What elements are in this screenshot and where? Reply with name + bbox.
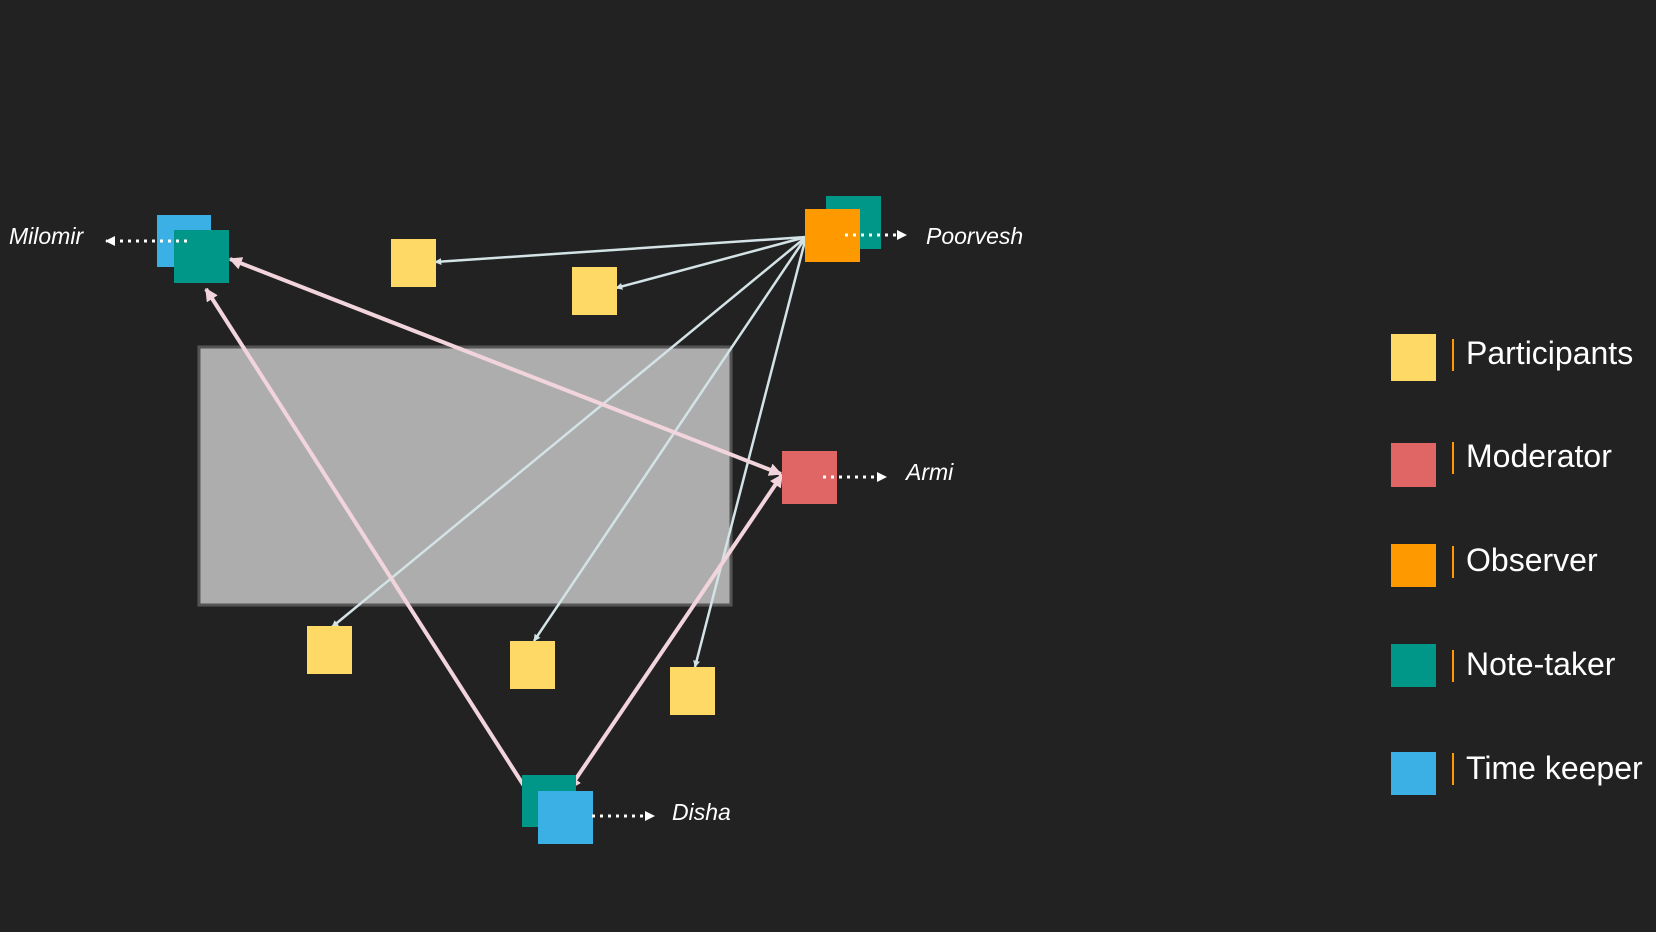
- participants: [307, 239, 715, 715]
- milomir-roles: Milomir: [9, 215, 229, 283]
- legend-label: Participants: [1466, 335, 1633, 371]
- participant-square: [391, 239, 436, 287]
- person-name-poorvesh: Poorvesh: [926, 223, 1023, 249]
- participant-square: [307, 626, 352, 674]
- time-keeper-square: [538, 791, 593, 844]
- observer-link: [434, 235, 807, 266]
- meeting-table: [197, 345, 733, 607]
- legend-label: Time keeper: [1466, 750, 1643, 786]
- legend-label: Note-taker: [1466, 646, 1616, 682]
- legend-label: Observer: [1466, 542, 1598, 578]
- moderator-links: [204, 257, 784, 816]
- participant-square: [572, 267, 617, 315]
- note-taker-square: [174, 230, 229, 283]
- legend: Participants Moderator Observer Note-tak…: [1391, 334, 1643, 795]
- moderator-square-icon: [1391, 443, 1436, 487]
- legend-separator: [1452, 546, 1454, 578]
- legend-item-moderator: Moderator: [1391, 438, 1612, 487]
- observer-square-icon: [1391, 544, 1436, 587]
- person-name-armi: Armi: [904, 459, 954, 485]
- person-name-milomir: Milomir: [9, 223, 84, 249]
- legend-separator: [1452, 442, 1454, 474]
- poorvesh-roles: Poorvesh: [805, 196, 1023, 262]
- disha-roles: Disha: [522, 775, 731, 844]
- legend-label: Moderator: [1466, 438, 1612, 474]
- legend-separator: [1452, 650, 1454, 682]
- armi-roles: Armi: [782, 451, 954, 504]
- legend-item-note-taker: Note-taker: [1391, 644, 1616, 687]
- legend-item-participants: Participants: [1391, 334, 1633, 381]
- time-keeper-square-icon: [1391, 752, 1436, 795]
- note-taker-square-icon: [1391, 644, 1436, 687]
- legend-item-time-keeper: Time keeper: [1391, 750, 1643, 795]
- observer-square: [805, 209, 860, 262]
- person-name-disha: Disha: [672, 799, 731, 825]
- participant-square: [670, 667, 715, 715]
- moderator-link-armi-disha: [567, 473, 784, 791]
- legend-separator: [1452, 339, 1454, 371]
- legend-item-observer: Observer: [1391, 542, 1598, 587]
- moderator-square: [782, 451, 837, 504]
- participant-square: [510, 641, 555, 689]
- legend-separator: [1452, 753, 1454, 785]
- participant-square-icon: [1391, 334, 1436, 381]
- moderator-link-milomir-disha: [204, 287, 544, 816]
